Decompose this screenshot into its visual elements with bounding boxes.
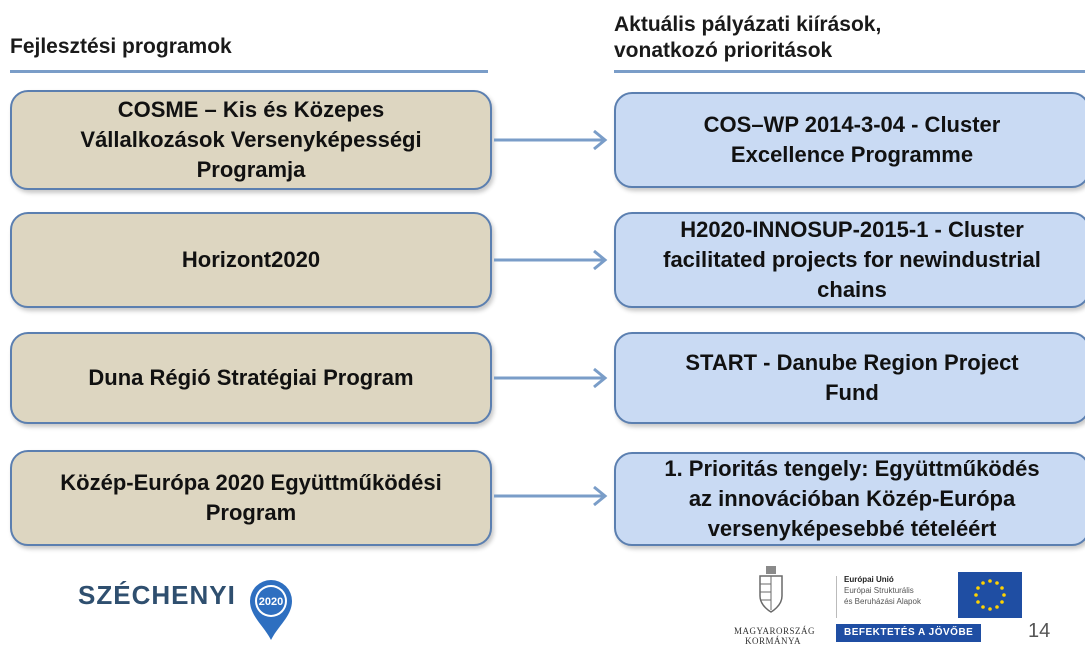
call-text-line: Fund bbox=[825, 380, 879, 405]
program-text-line: Program bbox=[205, 500, 297, 525]
eu-funds-line-1: Európai Strukturális bbox=[844, 586, 914, 595]
call-text-line: 1. Prioritás tengely: Együttműködés bbox=[664, 456, 1040, 481]
calls-heading: Aktuális pályázati kiírások, vonatkozó p… bbox=[614, 12, 881, 64]
government-label: MAGYARORSZÁG KORMÁNYA bbox=[734, 626, 816, 646]
call-box-priority-axis: 1. Prioritás tengely: Együttműködés az i… bbox=[614, 452, 1085, 546]
call-text-line: chains bbox=[817, 277, 887, 302]
eu-title: Európai Unió bbox=[844, 575, 894, 584]
call-text-line: facilitated projects for newindustrial bbox=[663, 247, 1041, 272]
szechenyi-2020-logo: SZÉCHENYI 2020 bbox=[78, 572, 338, 642]
program-box-horizont2020: Horizont2020 bbox=[10, 212, 492, 308]
szechenyi-logo-year: 2020 bbox=[259, 596, 283, 608]
szechenyi-pin-icon: 2020 bbox=[250, 580, 292, 640]
invest-in-future-badge: BEFEKTETÉS A JÖVŐBE bbox=[836, 624, 982, 642]
arrow-right-icon bbox=[494, 367, 608, 389]
call-text-line: az innovációban Közép-Európa bbox=[688, 486, 1016, 511]
calls-heading-underline bbox=[614, 70, 1085, 73]
arrow-right-icon bbox=[494, 249, 608, 271]
calls-heading-line-2: vonatkozó prioritások bbox=[614, 39, 833, 62]
program-text-line: Duna Régió Stratégiai Program bbox=[88, 365, 414, 390]
government-label-line-1: MAGYARORSZÁG bbox=[734, 626, 816, 636]
program-text-line: Vállalkozások Versenyképességi bbox=[80, 127, 422, 152]
hungarian-crest-icon bbox=[759, 566, 783, 613]
call-text-line: START - Danube Region Project bbox=[685, 350, 1019, 375]
call-box-cosme: COS–WP 2014-3-04 - Cluster Excellence Pr… bbox=[614, 92, 1085, 188]
eu-flag-icon bbox=[958, 572, 1022, 618]
call-box-start: START - Danube Region Project Fund bbox=[614, 332, 1085, 424]
call-text-line: Excellence Programme bbox=[730, 142, 974, 167]
szechenyi-logo-text: SZÉCHENYI bbox=[78, 580, 236, 610]
programs-heading: Fejlesztési programok bbox=[10, 35, 232, 58]
programs-heading-underline bbox=[10, 70, 488, 73]
program-box-kozep-europa: Közép-Európa 2020 Együttműködési Program bbox=[10, 450, 492, 546]
program-text-line: COSME – Kis és Közepes bbox=[117, 97, 385, 122]
government-label-line-2: KORMÁNYA bbox=[744, 636, 801, 646]
program-box-duna-regio: Duna Régió Stratégiai Program bbox=[10, 332, 492, 424]
calls-heading-line-1: Aktuális pályázati kiírások, bbox=[614, 13, 882, 36]
arrow-right-icon bbox=[494, 485, 608, 507]
eu-funds-line-2: és Beruházási Alapok bbox=[844, 597, 921, 606]
call-text-line: COS–WP 2014-3-04 - Cluster bbox=[703, 112, 1001, 137]
call-text-line: versenyképesebbé tételéért bbox=[707, 516, 997, 541]
program-text-line: Programja bbox=[196, 157, 306, 182]
arrow-right-icon bbox=[494, 129, 608, 151]
program-text-line: Horizont2020 bbox=[181, 247, 321, 272]
eu-logo-divider bbox=[836, 576, 837, 618]
call-box-h2020: H2020-INNOSUP-2015-1 - Cluster facilitat… bbox=[614, 212, 1085, 308]
page-number: 14 bbox=[1028, 620, 1051, 642]
program-text-line: Közép-Európa 2020 Együttműködési bbox=[60, 470, 442, 495]
eu-funds-label: Európai Unió Európai Strukturális és Ber… bbox=[844, 574, 954, 607]
program-box-cosme: COSME – Kis és Közepes Vállalkozások Ver… bbox=[10, 90, 492, 190]
call-text-line: H2020-INNOSUP-2015-1 - Cluster bbox=[680, 217, 1024, 242]
